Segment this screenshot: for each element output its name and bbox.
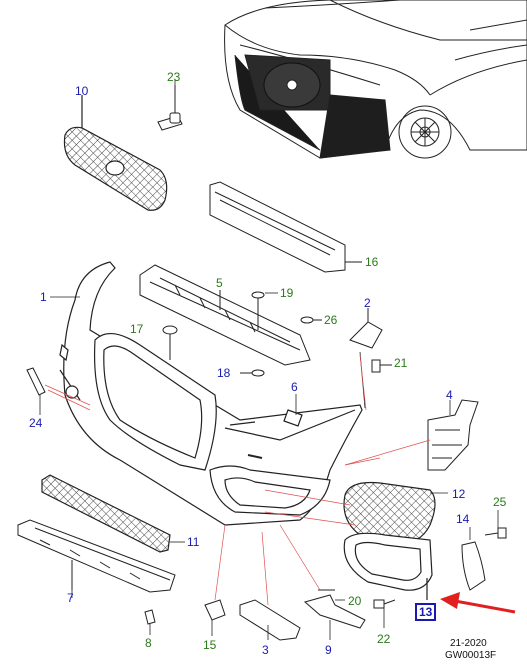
callout-19: 19: [280, 286, 294, 300]
callout-9: 9: [325, 643, 332, 657]
figure-year-code: 21-2020: [450, 638, 487, 649]
callout-5: 5: [216, 276, 223, 290]
callout-22: 22: [377, 632, 391, 646]
undertray-part-7: [17, 519, 176, 593]
bolt-part-23: [157, 85, 183, 131]
callout-16: 16: [365, 255, 379, 269]
callout-24: 24: [29, 416, 43, 430]
bracket-part-2: [349, 308, 392, 373]
callout-18: 18: [217, 366, 231, 380]
splash-shield-part-5: [139, 264, 311, 366]
callout-23: 23: [167, 70, 181, 84]
callout-7: 7: [67, 591, 74, 605]
callout-20: 20: [348, 594, 362, 608]
callout-3: 3: [262, 643, 269, 657]
red-pointer-lines: [44, 354, 431, 606]
clip-part-8: [144, 609, 156, 625]
bracket-part-4: [427, 399, 479, 471]
callout-12: 12: [452, 487, 466, 501]
fog-bezel-part-13: [343, 532, 433, 600]
figure-drawing-code: GW00013F: [445, 650, 497, 661]
callout-11: 11: [187, 535, 200, 549]
callout-4: 4: [446, 388, 453, 402]
callout-21: 21: [394, 356, 408, 370]
vehicle-front-illustration: [224, 0, 527, 159]
callout-17: 17: [130, 322, 144, 336]
callout-13-highlighted: 13: [415, 603, 437, 621]
callout-26: 26: [324, 313, 338, 327]
bumper-cover-part-1: [59, 261, 363, 526]
fog-grille-part-12: [343, 481, 436, 546]
callout-8: 8: [145, 636, 152, 650]
lower-grille-part-11: [41, 474, 171, 553]
cover-part-14: [461, 527, 507, 591]
clip-parts: [162, 291, 322, 377]
lower-trim-parts: [204, 589, 396, 641]
reflector-part-24: [26, 367, 46, 396]
callout-15: 15: [203, 638, 217, 652]
callout-2: 2: [364, 296, 371, 310]
highlight-arrow: [440, 592, 516, 614]
bumper-reinforcement-part-16: [209, 181, 362, 273]
grille-part-10: [63, 95, 168, 211]
callout-25: 25: [493, 495, 507, 509]
callout-1: 1: [40, 290, 47, 304]
callout-14: 14: [456, 512, 470, 526]
callout-10: 10: [75, 84, 89, 98]
callout-6: 6: [291, 380, 298, 394]
